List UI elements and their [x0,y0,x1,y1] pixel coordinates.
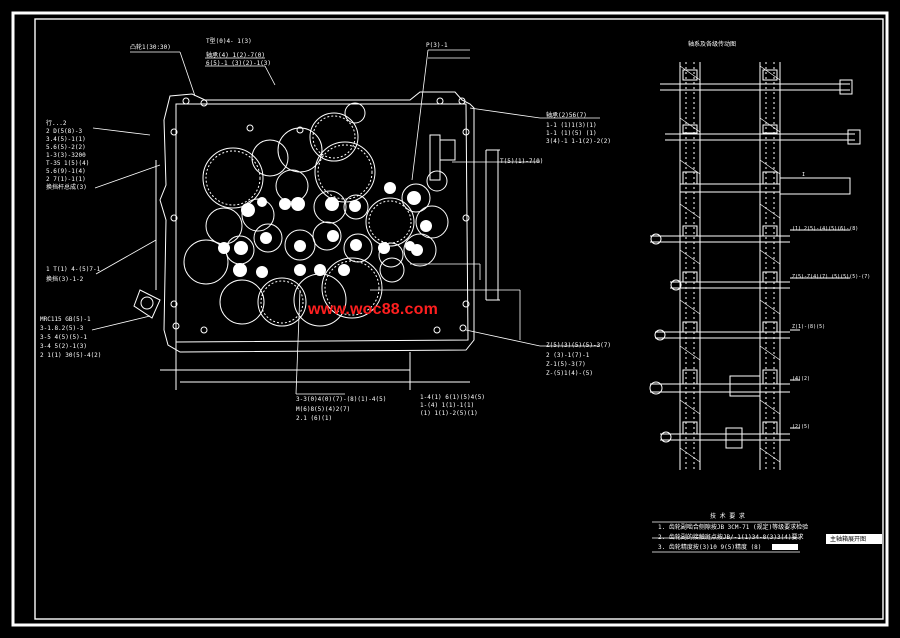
callout-bottom-5: 1-(4) 1(1)-1(1) [420,402,475,409]
callout-left-14: 3-5 4(5)(5)-1 [40,334,87,341]
callout-left-5: 1-3(3)-3200 [46,152,86,159]
bolt-holes [170,97,470,334]
callout-left-7: 5.6(9)-1(4) [46,168,86,175]
callout-left-6: T-35 1(5)(4) [46,160,90,167]
callout-left-8: 2 7(1)-1(1) [46,176,86,183]
notes-title: 技 术 要 求 [710,513,745,520]
callout-left-15: 3-4 5(2)-1(3) [40,343,87,350]
inner-frame [34,18,884,620]
gearbox-housing [133,91,500,390]
callout-right-9: Z-(5)1(4)-(5) [546,370,593,377]
callout-right-7: 2 (3)-1(7)-1 [546,352,590,359]
shaft-label-1: I [802,172,806,178]
callout-bottom-3: 2.1 (6)(1) [296,415,333,422]
callout-left-11: 换挡(3)-1-2 [46,276,84,283]
title-block-text: 主轴箱展开图 [830,536,867,543]
callout-left-16: 2 1(1) 30(5)-4(2) [40,352,102,359]
shaft-note-2: Z(5)-Z(4)(7) (5)(5)(5)-(7) [792,274,871,280]
leader-lines [91,49,600,395]
callout-bottom-2: M(6)8(5)(4)2(7) [296,406,351,413]
callout-right-1: 轴承(2)56(7) [546,112,587,119]
shaft-note-1: (1) 2(5)-(4)(5)(6)-(8) [792,226,859,232]
callout-left-3: 3.4(5)-1(1) [46,136,86,143]
notes-box [652,521,800,553]
callout-right-5: T(5)(1)-7(0) [500,158,544,165]
callout-right-3: 1-1 (1)(5) (1) [546,130,597,137]
note-line-1: 1. 齿轮副啮合侧隙按JB 3CM-71 (规定)等级要求检验 [658,524,809,531]
callout-right-4: 3(4)-1 1-1(2)-2(2) [546,138,612,145]
shaft-centers [218,182,432,278]
callout-left-2: 2 D(5(8)-3 [46,128,83,135]
callout-right-6: Z(5)(3)(5)(5)-3(7) [546,342,612,349]
callout-right-2: 1-1 (1)1(3)(1) [546,122,597,129]
callout-top-1: T型(0)4- 1(3) [206,38,252,45]
hatching [679,65,781,463]
gear-outlines [183,102,449,327]
outer-frame [11,11,889,627]
callout-top-left: 凸轮1(30:30) [130,44,171,51]
callout-left-9: 换挡杆总成(3) [46,184,87,191]
callout-top-3: 轴承(4) 1(2)-7(0) [206,52,265,59]
callout-left-12: MRC115 GB(5)-1 [40,316,91,323]
callout-left-13: 3-1.8.2(5)-3 [40,325,84,332]
callout-left-1: 行...2 [46,120,67,127]
shaft-note-5: (2)(5) [792,424,811,430]
note-line-3: 3. 齿轮精度按(3)10 9(5)精度 (8) [658,544,762,551]
stamp-mark [772,544,798,550]
callout-right-8: Z-1(5)-3(7) [546,361,586,368]
callout-left-10: 1 T(1) 4-(5)7-1 [46,266,101,273]
shaft-note-4: (4)(2) [792,376,811,382]
watermark: www.woc88.com [308,301,439,318]
shaft-note-3: Z(1)-(8)(5) [792,324,826,330]
callout-bottom-4: 1-4(1) 6(1)(5)4(5) [420,394,486,401]
shaft-section-view [649,62,861,470]
title-block [826,534,882,544]
callout-bottom-6: (1) 1(1)-2(5)(1) [420,410,478,417]
callout-left-4: 5.6(5)-2(2) [46,144,86,151]
callout-top-2: P(3)-1 [426,42,448,49]
section-title: 轴系及各级传动图 [688,41,737,48]
callout-bottom-1: 3-3(0)4(0)(7)-(8)(1)-4(5) [296,396,387,403]
callout-top-4: 6(5)-1 (3)(2)-1(3) [206,60,272,67]
note-line-2: 2. 齿轮副的接触斑点按JB/-1(1)34-8(3)3(4)要求 [658,534,804,541]
